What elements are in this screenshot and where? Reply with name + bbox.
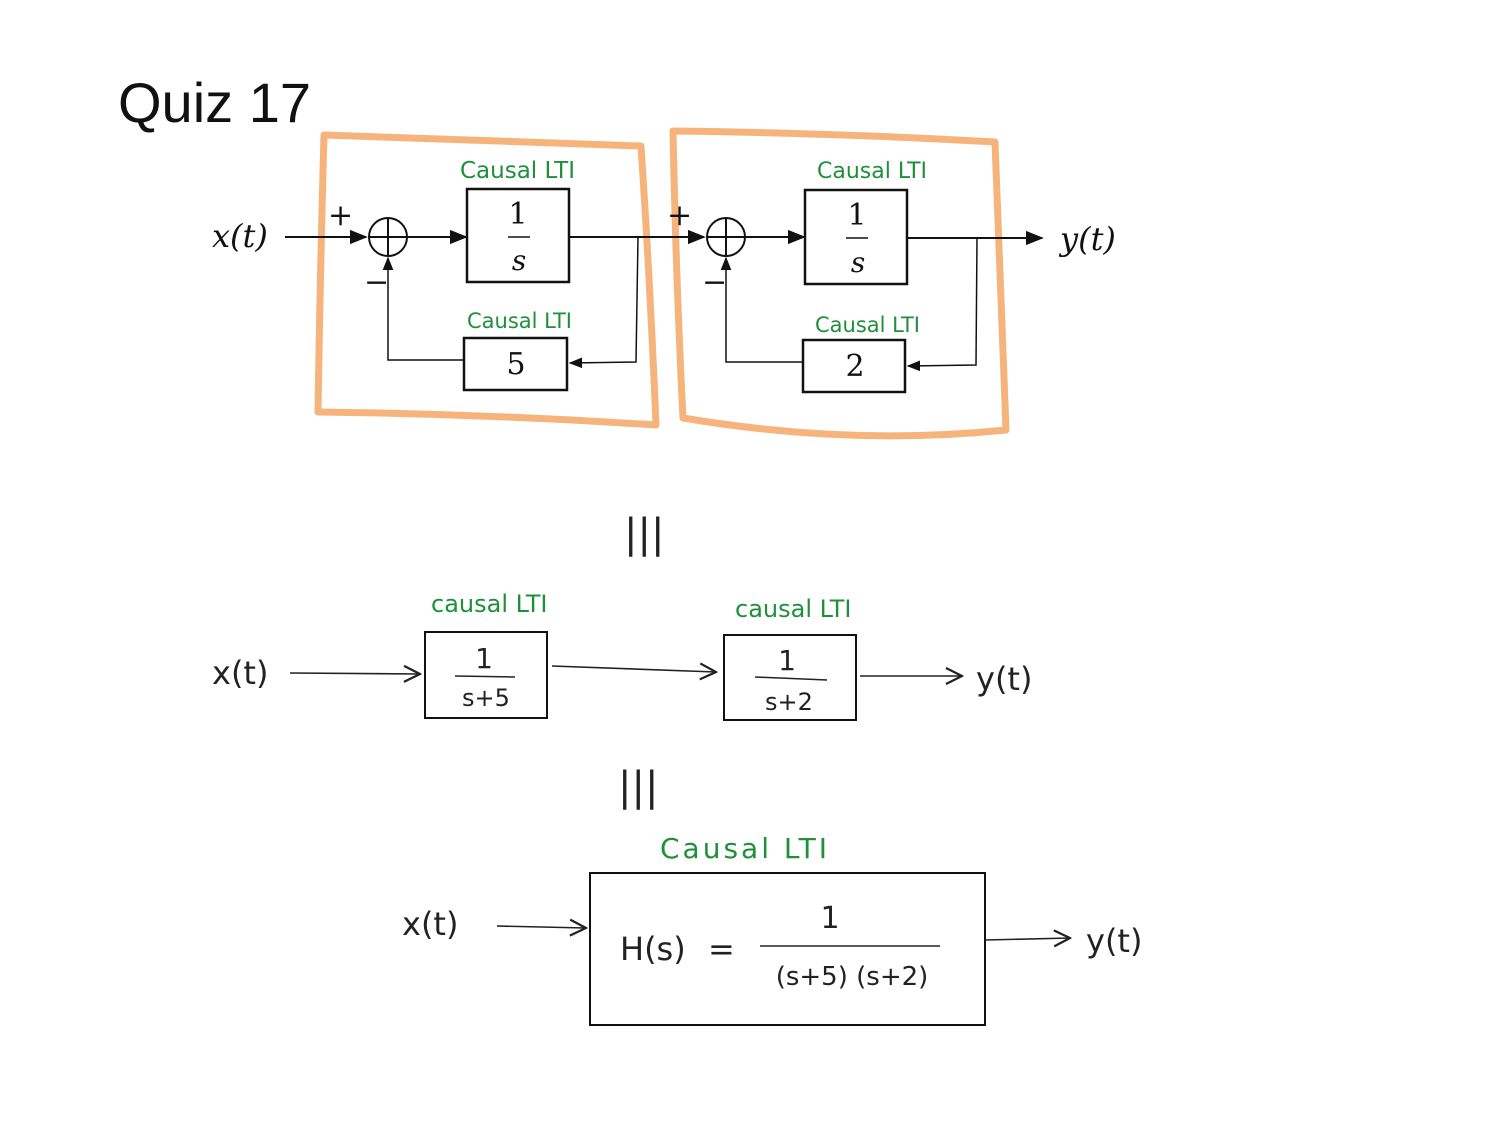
middle-block1-denominator: s+5 — [462, 684, 510, 712]
bottom-diagram: Causal LTI x(t) H(s) = 1 (s+5) (s+2) y(t… — [402, 832, 1142, 1026]
highlight-frame-left — [314, 131, 660, 429]
middle-block2-numerator: 1 — [778, 644, 796, 677]
top-input-label: x(t) — [212, 217, 268, 255]
top-diagram: x(t) + − Causal LTI 1 s Causal LTI 5 — [212, 158, 1116, 394]
bottom-input-label: x(t) — [402, 905, 458, 943]
transfer-function-numerator: 1 — [820, 901, 839, 936]
feedback2-label: Causal LTI — [815, 313, 920, 337]
block1-denominator: s — [512, 244, 526, 277]
feedback1-label: Causal LTI — [467, 309, 572, 333]
middle-block1-numerator: 1 — [475, 642, 493, 675]
equivalence-sign-2: ||| — [618, 764, 658, 810]
top-minus-sign-2: − — [702, 265, 727, 300]
feedback-path-1 — [568, 236, 639, 369]
gain-block-5-value: 5 — [506, 347, 525, 382]
gain-block-2 — [801, 338, 907, 394]
transfer-function-block — [589, 872, 986, 1026]
middle-input-arrow — [289, 673, 420, 674]
top-minus-sign-1: − — [364, 265, 389, 300]
feedback-return-2 — [720, 256, 803, 363]
summing-junction-2 — [706, 217, 746, 257]
middle-output-label: y(t) — [976, 660, 1032, 698]
top-plus-sign-2: + — [667, 198, 692, 233]
middle-diagram: x(t) causal LTI 1 s+5 causal LTI 1 s+2 y… — [212, 590, 1032, 721]
integrator-block-1 — [465, 187, 571, 284]
feedback-path-2 — [906, 237, 978, 372]
bottom-input-arrow — [496, 926, 586, 928]
transfer-function-lhs: H(s) — [620, 930, 686, 968]
summing-junction-1 — [368, 217, 408, 257]
block2-denominator: s — [851, 246, 865, 279]
block1-numerator: 1 — [508, 197, 527, 232]
middle-block1-fraction-bar — [454, 675, 516, 678]
transfer-function-equals: = — [708, 930, 735, 968]
middle-block2-fraction-bar — [754, 676, 828, 681]
top-block1-label: Causal LTI — [460, 158, 575, 184]
block2-numerator: 1 — [847, 198, 866, 233]
middle-block2-label: causal LTI — [735, 595, 851, 623]
middle-block2-denominator: s+2 — [765, 688, 813, 716]
top-output-label: y(t) — [1058, 220, 1116, 258]
middle-block-2 — [723, 634, 857, 721]
gain-block-2-value: 2 — [845, 349, 864, 384]
top-plus-sign-1: + — [328, 198, 353, 233]
bottom-block-label: Causal LTI — [660, 832, 830, 865]
top-block2-label: Causal LTI — [817, 159, 927, 184]
highlight-frame-right — [669, 127, 1010, 440]
middle-block-1 — [424, 631, 548, 719]
equivalence-sign-1: ||| — [624, 511, 664, 557]
gain-block-5 — [462, 336, 569, 392]
feedback-return-1 — [382, 256, 464, 361]
middle-link-arrow — [551, 666, 716, 672]
bottom-output-arrow — [984, 938, 1070, 940]
bottom-output-label: y(t) — [1086, 922, 1142, 960]
middle-block1-label: causal LTI — [431, 590, 547, 618]
page-title: Quiz 17 — [118, 71, 311, 134]
transfer-function-denominator: (s+5) (s+2) — [776, 962, 929, 992]
middle-input-label: x(t) — [212, 654, 268, 692]
